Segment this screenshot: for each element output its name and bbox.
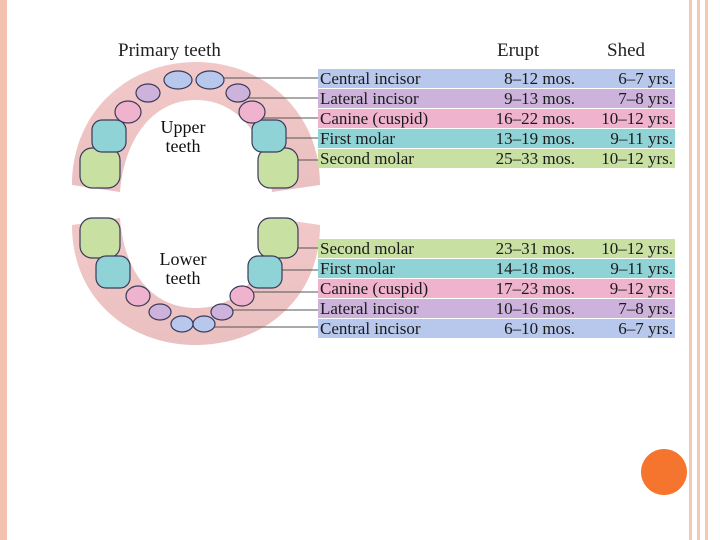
shed-age: 10–12 yrs. (601, 239, 673, 258)
erupt-column-header: Erupt (497, 40, 540, 61)
lower-right-central-incisor (192, 315, 216, 333)
upper-teeth (79, 70, 299, 189)
shed-age: 6–7 yrs. (618, 319, 673, 338)
upper-left-second-molar (79, 147, 121, 189)
upper-right-lateral-incisor (225, 83, 251, 103)
tooth-name: Canine (cuspid) (320, 279, 429, 298)
lower-right-canine (229, 285, 255, 307)
slide-accent-dot (641, 449, 687, 495)
upper-right-central-incisor (195, 70, 225, 90)
erupt-age: 10–16 mos. (495, 299, 575, 318)
shed-age: 9–11 yrs. (610, 259, 673, 278)
upper-label-line2: teeth (165, 136, 201, 156)
tooth-name: Second molar (320, 149, 414, 168)
lower-left-central-incisor (170, 315, 194, 333)
upper-right-first-molar (251, 119, 287, 153)
lower-right-second-molar (257, 217, 299, 259)
upper-left-central-incisor (163, 70, 193, 90)
lower-left-canine (125, 285, 151, 307)
lower-row-second-molar: Second molar 23–31 mos. 10–12 yrs. (318, 239, 675, 258)
upper-row-lateral-incisor: Lateral incisor 9–13 mos. 7–8 yrs. (318, 89, 675, 108)
upper-row-first-molar: First molar 13–19 mos. 9–11 yrs. (318, 129, 675, 148)
lower-row-central-incisor: Central incisor 6–10 mos. 6–7 yrs. (318, 319, 675, 338)
shed-age: 10–12 yrs. (601, 149, 673, 168)
erupt-age: 23–31 mos. (495, 239, 575, 258)
erupt-age: 25–33 mos. (495, 149, 575, 168)
diagram-title: Primary teeth (118, 40, 221, 61)
upper-label-line1: Upper (160, 117, 206, 137)
lower-leader-lines (205, 247, 318, 328)
tooth-name: First molar (320, 259, 396, 278)
upper-row-canine: Canine (cuspid) 16–22 mos. 10–12 yrs. (318, 109, 675, 128)
erupt-age: 17–23 mos. (495, 279, 575, 298)
erupt-age: 13–19 mos. (495, 129, 575, 148)
shed-column-header: Shed (607, 40, 645, 61)
tooth-name: Lateral incisor (320, 89, 419, 108)
upper-left-canine (114, 100, 142, 124)
upper-row-central-incisor: Central incisor 8–12 mos. 6–7 yrs. (318, 69, 675, 88)
erupt-age: 16–22 mos. (495, 109, 575, 128)
lower-left-lateral-incisor (148, 303, 172, 321)
lower-row-first-molar: First molar 14–18 mos. 9–11 yrs. (318, 259, 675, 278)
lower-label-line2: teeth (165, 268, 201, 288)
upper-left-first-molar (91, 119, 127, 153)
upper-row-second-molar: Second molar 25–33 mos. 10–12 yrs. (318, 149, 675, 168)
shed-age: 9–11 yrs. (610, 129, 673, 148)
tooth-name: Central incisor (320, 69, 421, 88)
slide-right-border-stripe (705, 0, 708, 540)
lower-gum (72, 218, 320, 345)
lower-teeth (79, 217, 299, 333)
erupt-age: 6–10 mos. (504, 319, 575, 338)
upper-gum (72, 62, 320, 192)
upper-teeth-label: Upper teeth (143, 118, 223, 156)
lower-teeth-label: Lower teeth (143, 250, 223, 288)
erupt-age: 8–12 mos. (504, 69, 575, 88)
slide-left-border (0, 0, 7, 540)
upper-right-canine (238, 100, 266, 124)
lower-label-line1: Lower (159, 249, 207, 269)
lower-left-first-molar (95, 255, 131, 289)
tooth-name: Lateral incisor (320, 299, 419, 318)
lower-right-lateral-incisor (210, 303, 234, 321)
shed-age: 7–8 yrs. (618, 89, 673, 108)
erupt-age: 9–13 mos. (504, 89, 575, 108)
tooth-name: Second molar (320, 239, 414, 258)
slide-right-border-stripe (689, 0, 692, 540)
shed-age: 7–8 yrs. (618, 299, 673, 318)
upper-right-second-molar (257, 147, 299, 189)
tooth-name: Canine (cuspid) (320, 109, 429, 128)
lower-row-lateral-incisor: Lateral incisor 10–16 mos. 7–8 yrs. (318, 299, 675, 318)
slide-right-border-stripe (697, 0, 700, 540)
lower-left-second-molar (79, 217, 121, 259)
tooth-name: First molar (320, 129, 396, 148)
shed-age: 10–12 yrs. (601, 109, 673, 128)
shed-age: 6–7 yrs. (618, 69, 673, 88)
tooth-name: Central incisor (320, 319, 421, 338)
lower-row-canine: Canine (cuspid) 17–23 mos. 9–12 yrs. (318, 279, 675, 298)
shed-age: 9–12 yrs. (609, 279, 673, 298)
upper-left-lateral-incisor (135, 83, 161, 103)
lower-right-first-molar (247, 255, 283, 289)
erupt-age: 14–18 mos. (495, 259, 575, 278)
